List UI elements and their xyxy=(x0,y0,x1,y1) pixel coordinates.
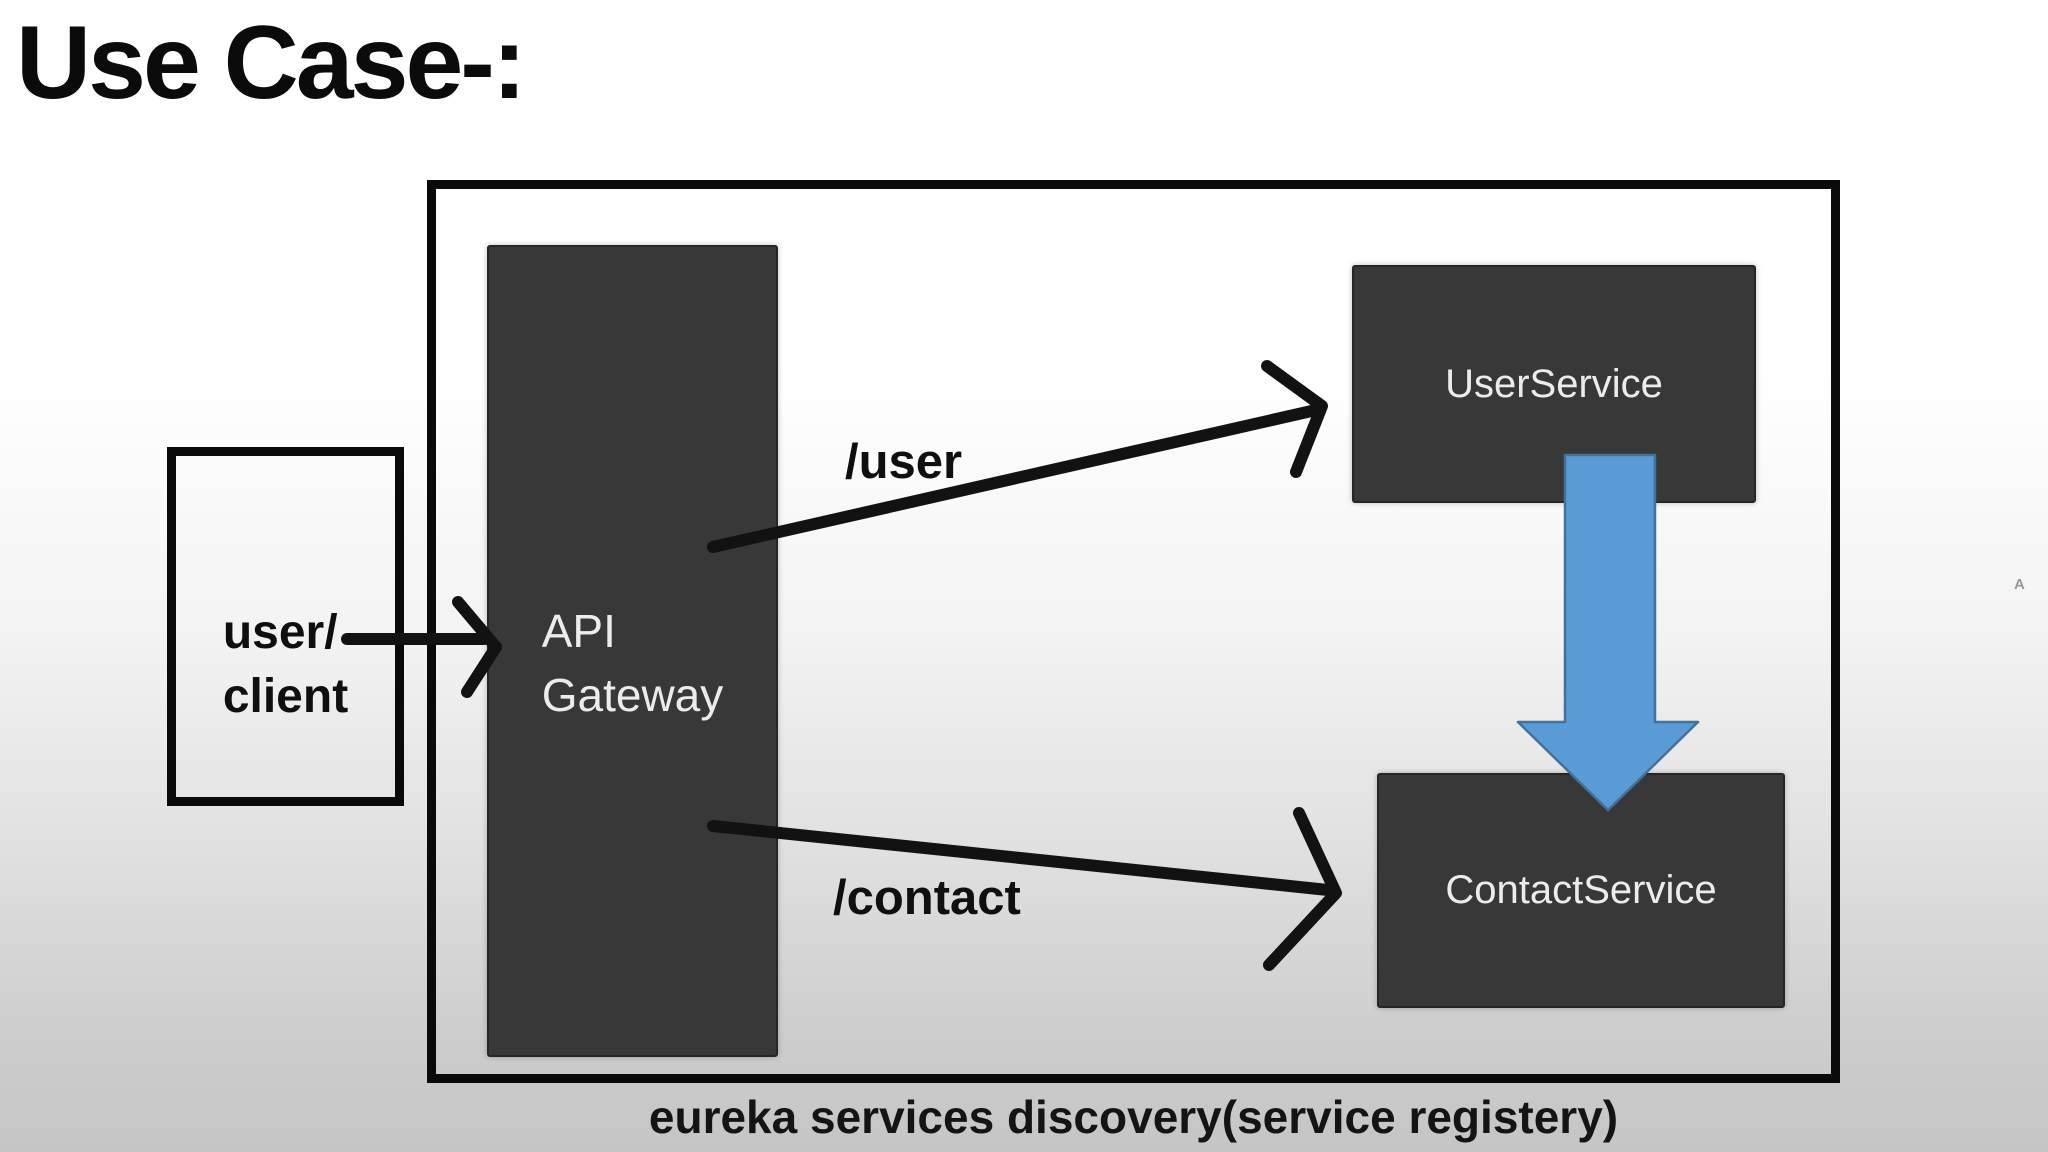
route-label-user: /user xyxy=(845,435,963,489)
api-gateway-label-line2: Gateway xyxy=(541,669,724,721)
contact-service-node: ContactService xyxy=(1377,773,1785,1008)
route-label-contact: /contact xyxy=(833,871,1021,925)
contact-service-label: ContactService xyxy=(1445,868,1717,912)
registry-caption: eureka services discovery(service regist… xyxy=(648,1091,1619,1143)
eureka-registry-container xyxy=(427,180,1840,1083)
client-node-label-line1: user/ xyxy=(222,605,338,659)
page-title: Use Case-: xyxy=(16,5,527,121)
client-node: user/ client xyxy=(167,447,404,806)
api-gateway-node: API Gateway xyxy=(487,245,778,1057)
client-node-label-line2: client xyxy=(222,669,349,723)
api-gateway-label-line1: API xyxy=(541,605,616,657)
stray-artifact-mark: A xyxy=(2014,576,2025,593)
user-service-node: UserService xyxy=(1352,265,1756,503)
user-service-label: UserService xyxy=(1445,361,1663,406)
